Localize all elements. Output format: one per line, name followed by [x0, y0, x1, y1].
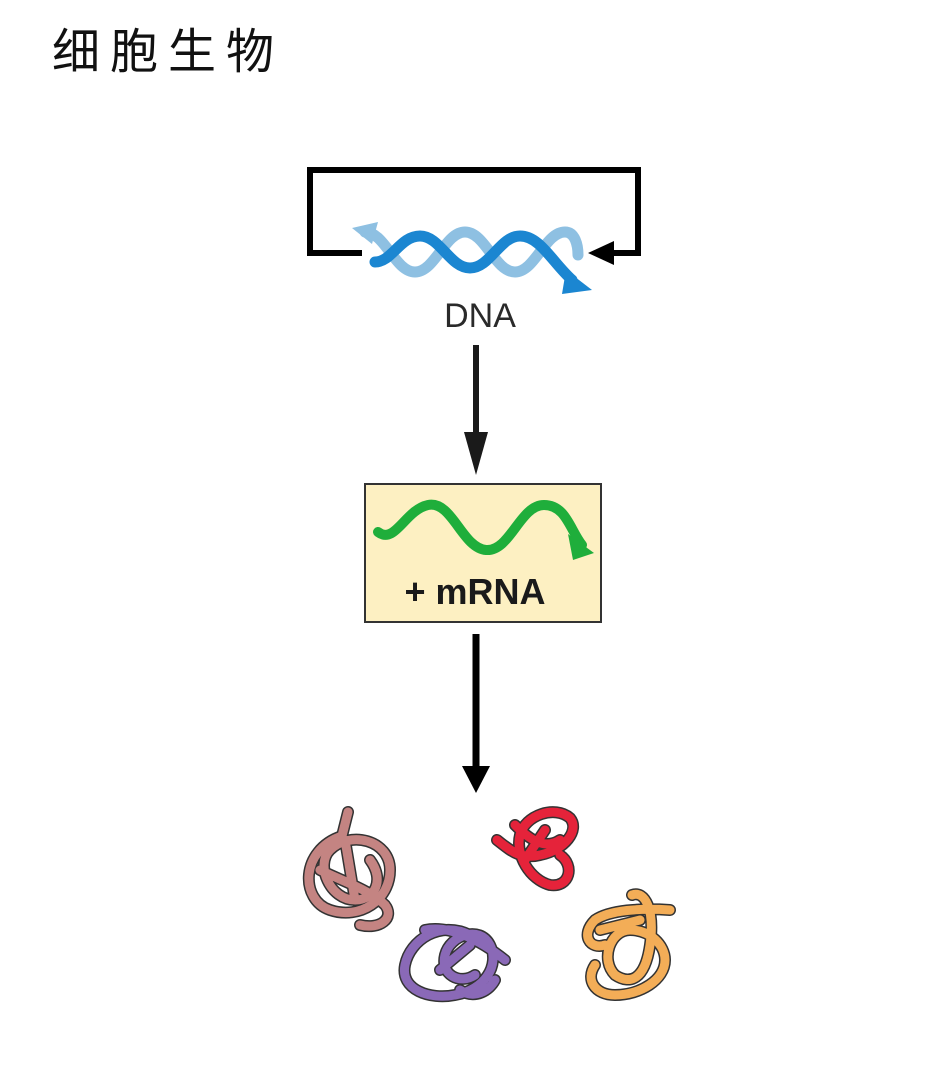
- dna-helix-icon: [352, 222, 592, 294]
- loop-arrowhead-icon: [588, 241, 614, 265]
- mrna-label: + mRNA: [404, 571, 545, 612]
- mrna-box: + mRNA: [364, 483, 602, 623]
- transcription-arrow: [464, 345, 488, 475]
- arrowhead-icon: [464, 432, 488, 475]
- mrna-strand-icon: [373, 499, 587, 555]
- protein-red-icon: [491, 806, 580, 892]
- page-title: 细胞生物: [52, 24, 285, 80]
- dna-label: DNA: [444, 297, 516, 335]
- protein-orange-icon: [581, 888, 676, 1002]
- protein-purple-icon: [398, 923, 511, 1003]
- protein-pink-icon: [302, 806, 397, 933]
- arrowhead-icon: [462, 766, 490, 793]
- translation-arrow: [462, 634, 490, 793]
- replication-loop-arrow: [307, 167, 641, 265]
